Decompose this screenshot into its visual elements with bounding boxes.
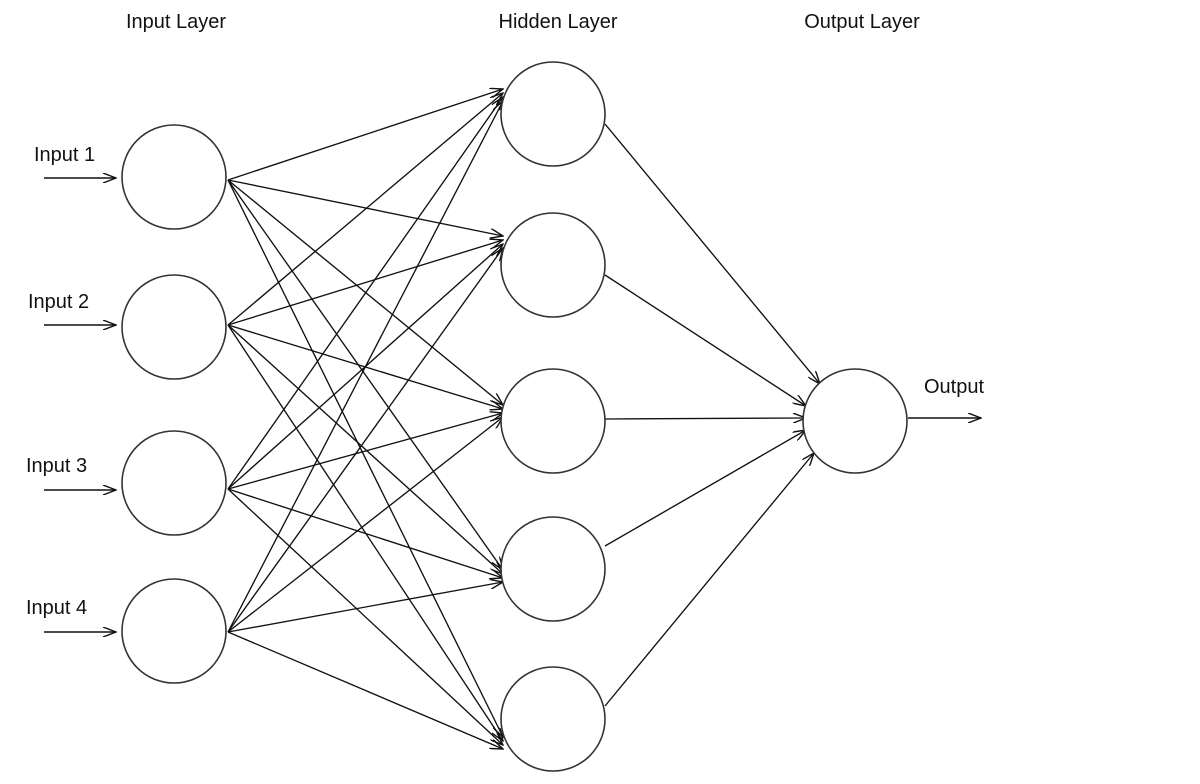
edge-input-3-to-hidden-1 [227, 97, 503, 490]
edge-input-3-to-hidden-4 [227, 488, 503, 578]
edge-input-2-to-hidden-1 [227, 93, 503, 326]
edge-input-4-to-hidden-1 [227, 101, 503, 633]
edge-input-1-to-hidden-4 [227, 179, 503, 570]
input-2-label: Input 2 [28, 291, 89, 313]
hidden-node-4 [500, 516, 606, 622]
edge-hidden-1-to-output [604, 123, 820, 384]
edge-input-4-to-hidden-5 [227, 631, 503, 749]
edge-input-2-to-hidden-2 [227, 240, 503, 326]
edge-hidden-2-to-output [604, 274, 806, 406]
edge-input-3-to-hidden-3 [227, 413, 503, 490]
input-arrows [44, 178, 116, 632]
output-layer-title: Output Layer [804, 11, 920, 33]
input-1-label: Input 1 [34, 144, 95, 166]
input-node-3 [121, 430, 227, 536]
edge-input-4-to-hidden-4 [227, 582, 503, 633]
edge-input-3-to-hidden-5 [227, 488, 503, 745]
hidden-node-2 [500, 212, 606, 318]
input-4-label: Input 4 [26, 597, 87, 619]
hidden-node-5 [500, 666, 606, 772]
output-label: Output [924, 376, 984, 398]
edge-input-1-to-hidden-5 [227, 179, 503, 737]
edge-hidden-3-to-output [604, 418, 806, 419]
edge-input-4-to-hidden-2 [227, 248, 503, 633]
input-layer-title: Input Layer [126, 11, 226, 33]
input-node-1 [121, 124, 227, 230]
edge-hidden-5-to-output [604, 453, 814, 707]
input-3-label: Input 3 [26, 455, 87, 477]
hidden-layer-title: Hidden Layer [499, 11, 618, 33]
connections-group [227, 89, 820, 749]
hidden-node-3 [500, 368, 606, 474]
edge-input-2-to-hidden-4 [227, 324, 503, 574]
input-node-4 [121, 578, 227, 684]
output-node [802, 368, 908, 474]
input-node-2 [121, 274, 227, 380]
edge-hidden-4-to-output [604, 430, 806, 547]
edge-input-1-to-hidden-2 [227, 179, 503, 236]
hidden-node-1 [500, 61, 606, 167]
edge-input-1-to-hidden-1 [227, 89, 503, 181]
nodes-group [121, 61, 908, 772]
edge-input-4-to-hidden-3 [227, 417, 503, 633]
